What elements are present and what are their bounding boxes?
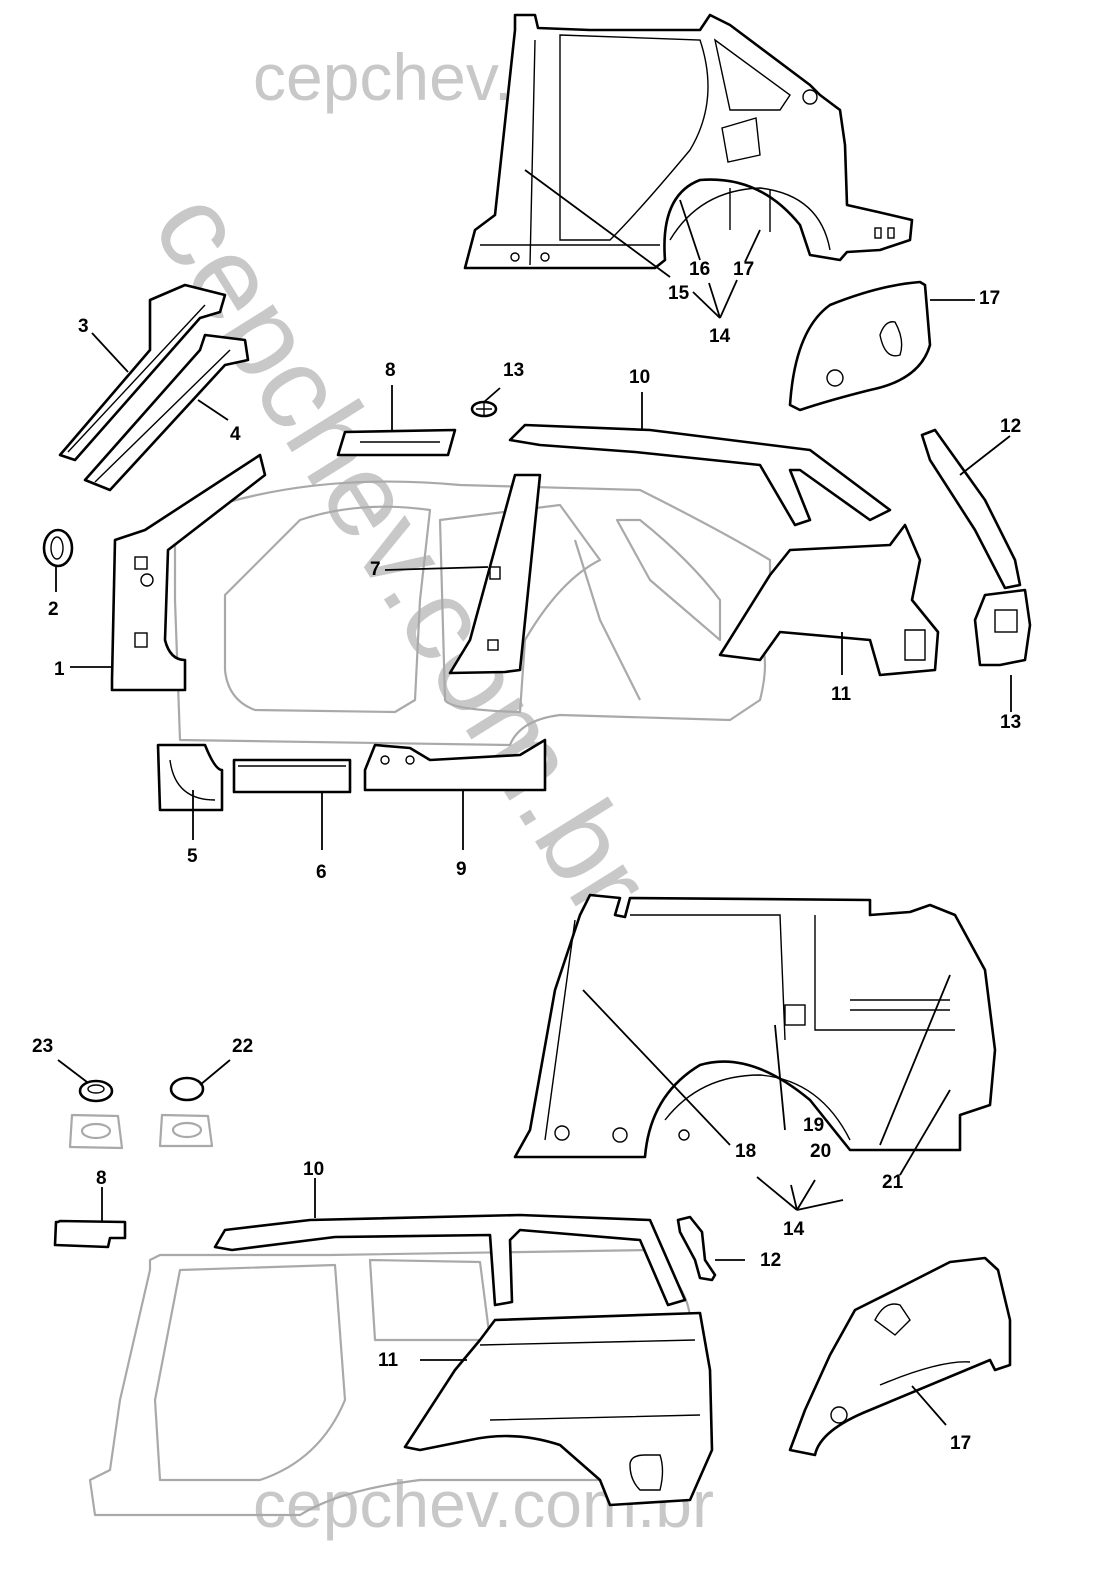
leader-lines bbox=[55, 169, 1012, 1426]
part-14-body-side-assembly-top bbox=[463, 13, 914, 270]
part-9-rocker-rear bbox=[363, 738, 547, 792]
part-23-grommet-plug bbox=[68, 1079, 124, 1150]
part-11-quarter-panel-upper bbox=[718, 523, 940, 677]
callout-13-lower: 13 bbox=[1000, 712, 1021, 733]
callout-13-upper: 13 bbox=[503, 360, 524, 381]
callout-11-upper: 11 bbox=[831, 684, 852, 705]
callout-2: 2 bbox=[48, 599, 59, 620]
callout-16: 16 bbox=[689, 259, 710, 280]
callout-11-lower: 11 bbox=[378, 1350, 399, 1371]
part-13-rear-corner-panel bbox=[973, 588, 1032, 667]
callout-21: 21 bbox=[882, 1172, 904, 1193]
callout-10-upper: 10 bbox=[629, 367, 650, 388]
callout-15: 15 bbox=[668, 283, 690, 304]
callout-17-top: 17 bbox=[733, 259, 754, 280]
callout-3: 3 bbox=[78, 316, 89, 337]
callout-20: 20 bbox=[810, 1141, 831, 1162]
callout-22: 22 bbox=[232, 1036, 253, 1057]
part-3-windshield-pillar-outer bbox=[58, 283, 227, 462]
part-6-rocker-center bbox=[232, 758, 352, 794]
part-10-roof-rail-upper bbox=[508, 423, 892, 527]
part-12-rear-pillar-lower bbox=[676, 1215, 717, 1282]
part-13-plug-upper bbox=[470, 400, 498, 418]
callout-9: 9 bbox=[456, 859, 467, 880]
callout-18: 18 bbox=[735, 1141, 756, 1162]
part-8-bracket-lower bbox=[53, 1219, 127, 1249]
callout-7: 7 bbox=[370, 559, 381, 580]
part-4-windshield-pillar-inner bbox=[83, 333, 250, 492]
part-14-body-side-assembly-lower bbox=[513, 893, 997, 1159]
part-8-bracket-upper bbox=[336, 428, 457, 457]
callout-4: 4 bbox=[230, 424, 241, 445]
part-7-center-pillar bbox=[448, 473, 542, 675]
callout-19: 19 bbox=[803, 1115, 824, 1136]
callout-5: 5 bbox=[187, 846, 198, 867]
part-12-rear-pillar-upper bbox=[920, 428, 1022, 590]
callout-12-lower: 12 bbox=[760, 1250, 781, 1271]
part-17-wheelhouse-top bbox=[788, 280, 932, 412]
part-10-roof-rail-lower bbox=[213, 1213, 687, 1307]
callout-17-right: 17 bbox=[979, 288, 1000, 309]
part-5-rocker-front bbox=[156, 743, 224, 812]
callout-10-lower: 10 bbox=[303, 1159, 324, 1180]
callout-14-lower: 14 bbox=[783, 1219, 805, 1240]
part-11-quarter-panel-lower bbox=[403, 1311, 714, 1507]
callout-labels: 3 4 2 1 8 13 10 7 12 11 13 5 6 9 16 17 1… bbox=[32, 259, 1021, 1454]
callout-8-lower: 8 bbox=[96, 1168, 107, 1189]
part-17-wheelhouse-lower bbox=[788, 1256, 1012, 1457]
callout-14-top: 14 bbox=[709, 326, 731, 347]
callout-6: 6 bbox=[316, 862, 327, 883]
callout-1: 1 bbox=[54, 659, 65, 680]
part-1-front-pillar bbox=[110, 453, 267, 692]
callout-23: 23 bbox=[32, 1036, 53, 1057]
ghost-car-upper bbox=[173, 480, 772, 747]
callout-8-upper: 8 bbox=[385, 360, 396, 381]
part-22-hole-plug bbox=[158, 1076, 214, 1148]
callout-12-upper: 12 bbox=[1000, 416, 1021, 437]
callout-17-lower: 17 bbox=[950, 1433, 971, 1454]
part-2-grommet bbox=[42, 528, 74, 568]
